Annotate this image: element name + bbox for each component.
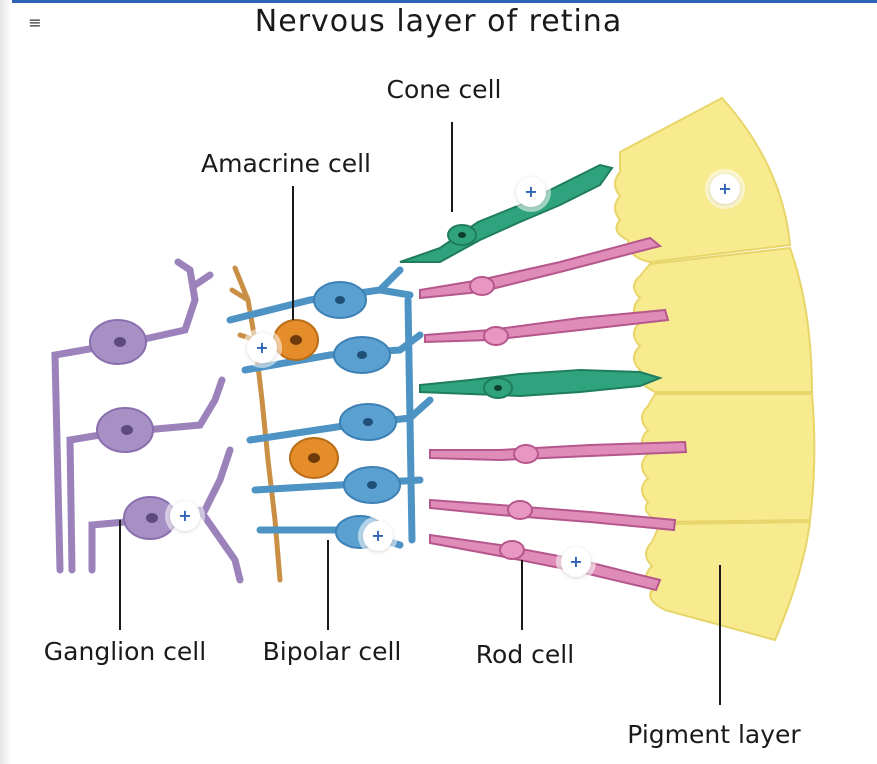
rod-cell-hotspot[interactable]: + — [561, 547, 591, 577]
amacrine-cell-bodies — [273, 319, 339, 479]
ganglion-cell-hotspot[interactable]: + — [170, 501, 200, 531]
pigment-block-3 — [641, 393, 816, 524]
pigment-block-1 — [614, 96, 792, 264]
rod-cell-nuclei — [469, 276, 539, 560]
label-bipolar-cell: Bipolar cell — [263, 637, 402, 666]
pigment-block-4 — [645, 520, 812, 642]
page-title: Nervous layer of retina — [254, 4, 623, 39]
label-cone-cell: Cone cell — [387, 75, 502, 104]
label-amacrine-cell: Amacrine cell — [201, 149, 371, 178]
pigment-layer — [614, 96, 816, 642]
pigment-block-2 — [633, 246, 814, 393]
label-rod-cell: Rod cell — [476, 640, 574, 669]
cone-cell-hotspot[interactable]: + — [516, 177, 546, 207]
pigment-layer-hotspot[interactable]: + — [710, 174, 740, 204]
top-accent-bar — [0, 0, 877, 3]
hamburger-menu-icon[interactable]: ≡ — [28, 13, 42, 32]
cone-cells — [399, 163, 664, 399]
bipolar-cell-hotspot[interactable]: + — [363, 521, 393, 551]
pointer-lines — [119, 122, 721, 705]
label-pigment-layer: Pigment layer — [627, 720, 801, 749]
amacrine-cell-hotspot[interactable]: + — [247, 333, 277, 363]
left-edge-shade — [0, 0, 12, 764]
label-ganglion-cell: Ganglion cell — [44, 637, 206, 666]
bipolar-cell-bodies — [313, 281, 401, 549]
